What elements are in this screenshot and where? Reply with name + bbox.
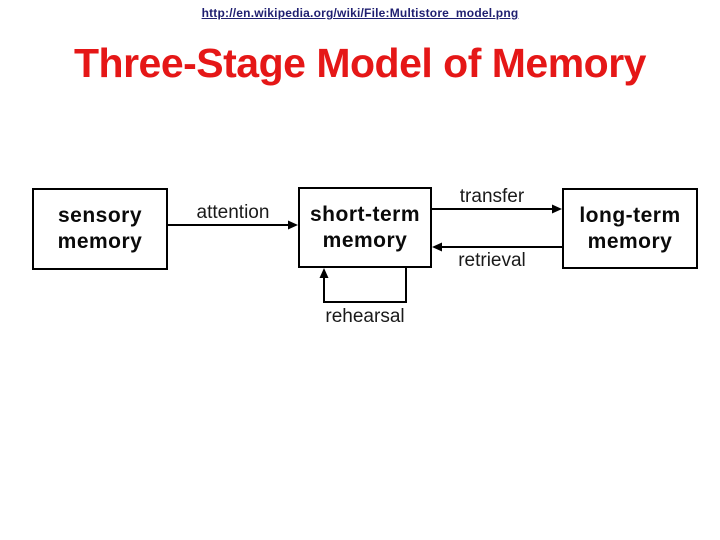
slide-title: Three-Stage Model of Memory xyxy=(74,40,646,86)
transfer-arrow-label: transfer xyxy=(459,186,525,207)
source-url-link[interactable]: http://en.wikipedia.org/wiki/File:Multis… xyxy=(201,6,519,20)
short-term-memory-box: short-term memory xyxy=(298,187,432,268)
sensory-memory-box: sensory memory xyxy=(32,188,168,270)
retrieval-arrow-label: retrieval xyxy=(458,250,526,271)
attention-arrow-label: attention xyxy=(196,202,270,223)
long-term-memory-box: long-term memory xyxy=(562,188,698,269)
rehearsal-arrow-label: rehearsal xyxy=(325,306,405,327)
rehearsal-loop-arrow xyxy=(319,268,407,303)
